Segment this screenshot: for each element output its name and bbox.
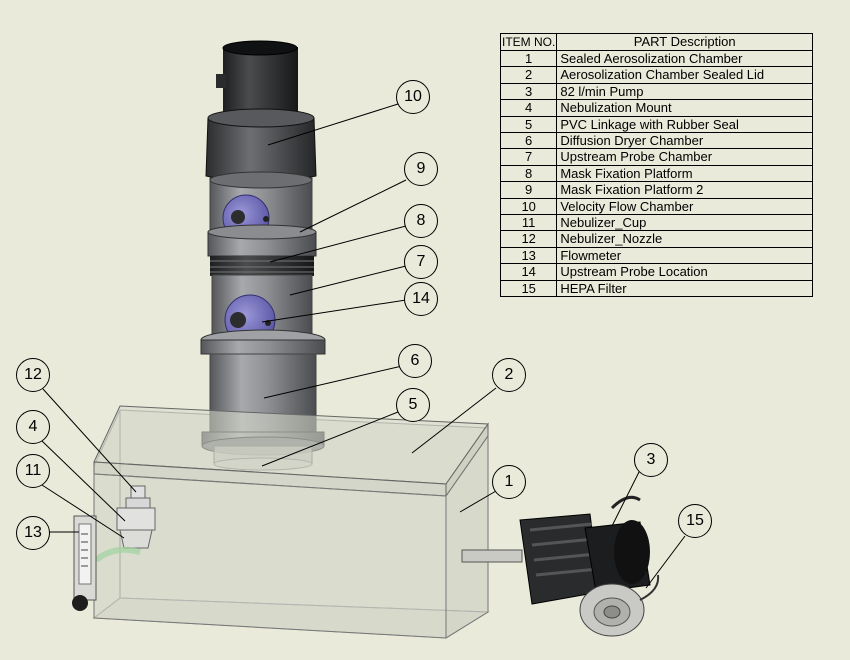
item-no: 15	[499, 279, 558, 298]
hepa-filter	[579, 574, 660, 637]
balloon-15: 15	[678, 504, 712, 538]
part-description: Mask Fixation Platform	[556, 164, 813, 183]
table-header-row: ITEM NO. PART Description	[499, 33, 813, 51]
part-description: HEPA Filter	[556, 279, 813, 298]
balloon-5: 5	[396, 388, 430, 422]
item-no: 1	[499, 49, 558, 68]
part-description: Nebulizer_Cup	[556, 214, 813, 232]
part-description: Nebulizer_Nozzle	[556, 230, 813, 248]
item-no: 4	[499, 99, 558, 117]
item-no: 9	[499, 181, 558, 199]
part-description: PVC Linkage with Rubber Seal	[556, 115, 813, 134]
balloon-11: 11	[16, 454, 50, 488]
balloon-2: 2	[492, 358, 526, 392]
item-no: 11	[499, 214, 558, 232]
item-no: 6	[499, 132, 558, 150]
balloon-8: 8	[404, 204, 438, 238]
item-no: 8	[499, 164, 558, 183]
part-description: Mask Fixation Platform 2	[556, 181, 813, 199]
chamber-front	[93, 434, 489, 639]
item-no: 13	[499, 246, 558, 265]
item-no: 14	[499, 263, 558, 281]
description-header: PART Description	[556, 33, 813, 51]
part-description: Velocity Flow Chamber	[556, 197, 813, 216]
part-description: Upstream Probe Chamber	[556, 148, 813, 166]
balloon-7: 7	[404, 245, 438, 279]
part-description: 82 l/min Pump	[556, 82, 813, 101]
balloon-1: 1	[492, 465, 526, 499]
nebulizer-assembly	[94, 485, 156, 563]
part-description: Aerosolization Chamber Sealed Lid	[556, 66, 813, 84]
balloon-3: 3	[634, 443, 668, 477]
balloon-13: 13	[16, 516, 50, 550]
balloon-12: 12	[16, 358, 50, 392]
aerosolization-chamber-lid	[93, 405, 489, 498]
item-no-header: ITEM NO.	[499, 33, 558, 51]
part-description: Flowmeter	[556, 246, 813, 265]
item-no: 7	[499, 148, 558, 166]
part-description: Upstream Probe Location	[556, 263, 813, 281]
balloon-9: 9	[404, 152, 438, 186]
balloon-4: 4	[16, 410, 50, 444]
item-no: 12	[499, 230, 558, 248]
part-description: Sealed Aerosolization Chamber	[556, 49, 813, 68]
balloon-10: 10	[396, 80, 430, 114]
velocity-flow-chamber	[205, 40, 317, 183]
item-no: 2	[499, 66, 558, 84]
mask-fixation-platform	[207, 224, 317, 276]
item-no: 10	[499, 197, 558, 216]
balloon-6: 6	[398, 344, 432, 378]
item-no: 5	[499, 115, 558, 134]
part-description: Diffusion Dryer Chamber	[556, 132, 813, 150]
flowmeter	[72, 515, 97, 611]
part-description: Nebulization Mount	[556, 99, 813, 117]
leader-lines	[41, 103, 686, 589]
item-no: 3	[499, 82, 558, 101]
balloon-14: 14	[404, 282, 438, 316]
